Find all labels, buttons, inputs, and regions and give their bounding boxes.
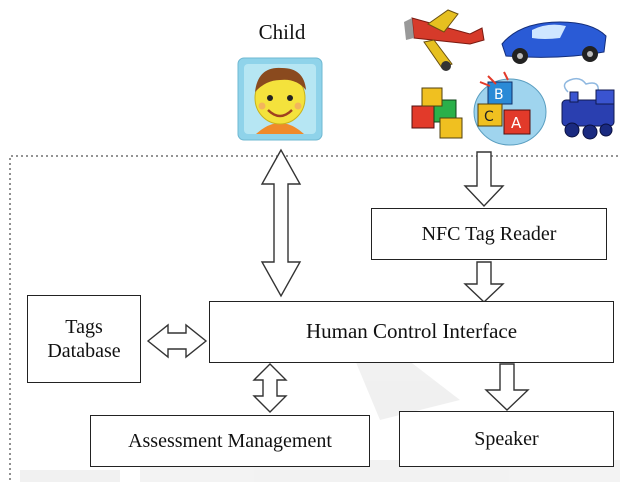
db-hci-double-arrow: [146, 323, 208, 359]
svg-text:B: B: [494, 87, 504, 103]
svg-text:C: C: [484, 109, 494, 125]
speaker-label: Speaker: [474, 428, 539, 450]
speaker-box: Speaker: [399, 411, 614, 467]
nfc-tag-reader-box: NFC Tag Reader: [371, 208, 607, 260]
assessment-management-label: Assessment Management: [128, 430, 332, 452]
svg-text:A: A: [511, 114, 522, 132]
nfc-to-hci-arrow: [463, 261, 505, 303]
race-car-toy-icon: [501, 21, 607, 64]
assessment-management-box: Assessment Management: [90, 415, 370, 467]
tags-database-label-line2: Database: [47, 340, 121, 362]
human-control-interface-box: Human Control Interface: [209, 301, 614, 363]
alphabet-blocks-icon: B C A: [411, 71, 547, 146]
hci-assessment-double-arrow: [252, 363, 288, 413]
nfc-tag-reader-label: NFC Tag Reader: [421, 223, 557, 245]
tags-database-box: Tags Database: [27, 295, 141, 383]
child-hci-double-arrow: [260, 148, 302, 298]
tags-database-label-line1: Tags: [65, 316, 103, 338]
airplane-toy-icon: [404, 9, 485, 71]
human-control-interface-label: Human Control Interface: [305, 319, 518, 344]
child-label: Child: [258, 20, 306, 44]
hci-to-speaker-arrow: [484, 363, 530, 411]
steam-train-toy-icon: [561, 77, 615, 140]
toys-to-nfc-arrow: [463, 151, 505, 208]
child-face-icon: [237, 57, 323, 141]
